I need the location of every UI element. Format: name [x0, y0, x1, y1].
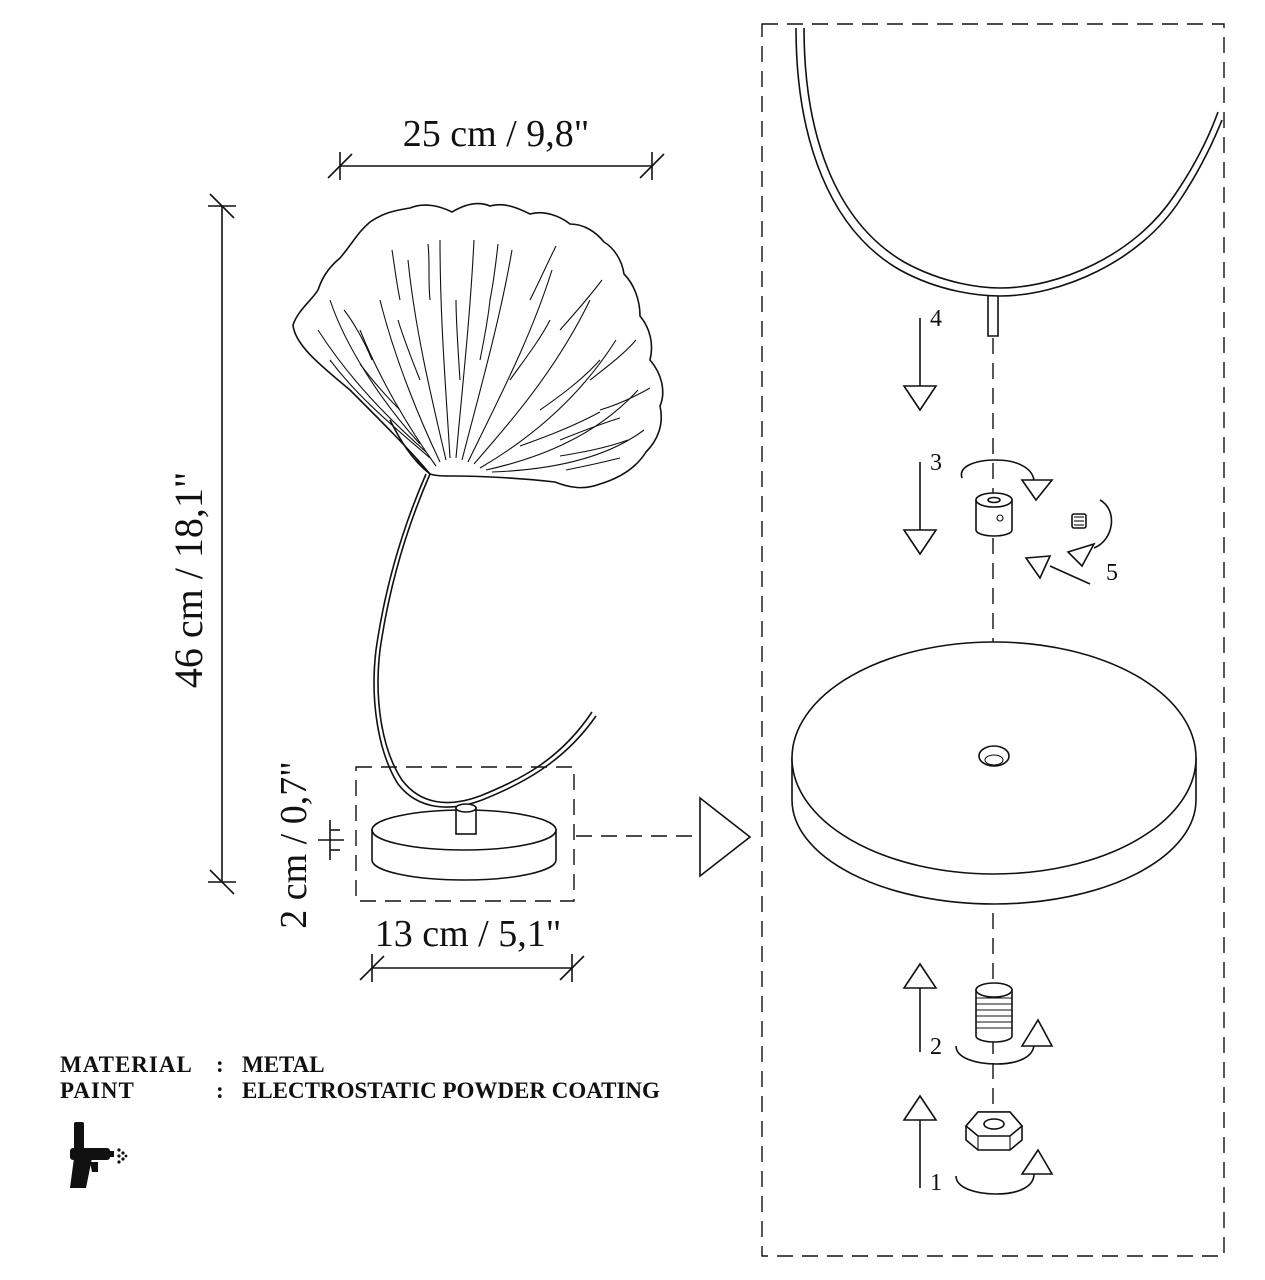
step-2-arrow: 2 [902, 962, 942, 1060]
width-dimension: 25 cm / 9,8" [327, 113, 665, 180]
stem-curve [795, 27, 1223, 337]
height-dimension: 46 cm / 18,1" [166, 193, 236, 895]
base-width-label: 13 cm / 5,1" [375, 913, 562, 955]
set-screw: 5 [1024, 499, 1118, 586]
step-2-label: 2 [930, 1034, 942, 1060]
paint-value: ELECTROSTATIC POWDER COATING [242, 1078, 660, 1103]
base-detail-frame [355, 766, 575, 902]
hex-nut [955, 1111, 1054, 1195]
base-disc [371, 803, 557, 881]
assembly-detail: 4 3 5 [761, 23, 1225, 1257]
spray-gun-icon [70, 1122, 128, 1188]
step-4-arrow: 4 [902, 306, 942, 412]
material-label: MATERIAL [60, 1052, 193, 1077]
base-disc-large [791, 641, 1197, 905]
base-height-dimension: 2 cm / 0,7" [273, 761, 344, 929]
step-1-arrow: 1 [902, 1094, 942, 1196]
specifications: MATERIAL : METAL PAINT : ELECTROSTATIC P… [60, 1052, 660, 1103]
base-height-label: 2 cm / 0,7" [273, 761, 315, 929]
material-separator: : [216, 1052, 224, 1077]
material-value: METAL [242, 1052, 325, 1077]
set-collar [960, 459, 1054, 537]
detail-frame [761, 23, 1225, 1257]
base-width-dimension: 13 cm / 5,1" [359, 913, 585, 982]
width-label: 25 cm / 9,8" [403, 113, 590, 155]
threaded-insert [955, 982, 1054, 1065]
step-5-label: 5 [1106, 560, 1118, 586]
paint-separator: : [216, 1078, 224, 1103]
step-1-label: 1 [930, 1170, 942, 1196]
product-view: 25 cm / 9,8" 46 cm / 18,1" [166, 113, 752, 982]
detail-arrow-icon [699, 796, 752, 878]
leaf-veins [317, 239, 651, 473]
step-4-label: 4 [930, 306, 942, 332]
ginkgo-leaf-sculpture [292, 202, 664, 808]
step-3-arrow: 3 [902, 450, 942, 556]
step-3-label: 3 [930, 450, 942, 476]
paint-label: PAINT [60, 1078, 135, 1103]
height-label: 46 cm / 18,1" [166, 472, 211, 688]
